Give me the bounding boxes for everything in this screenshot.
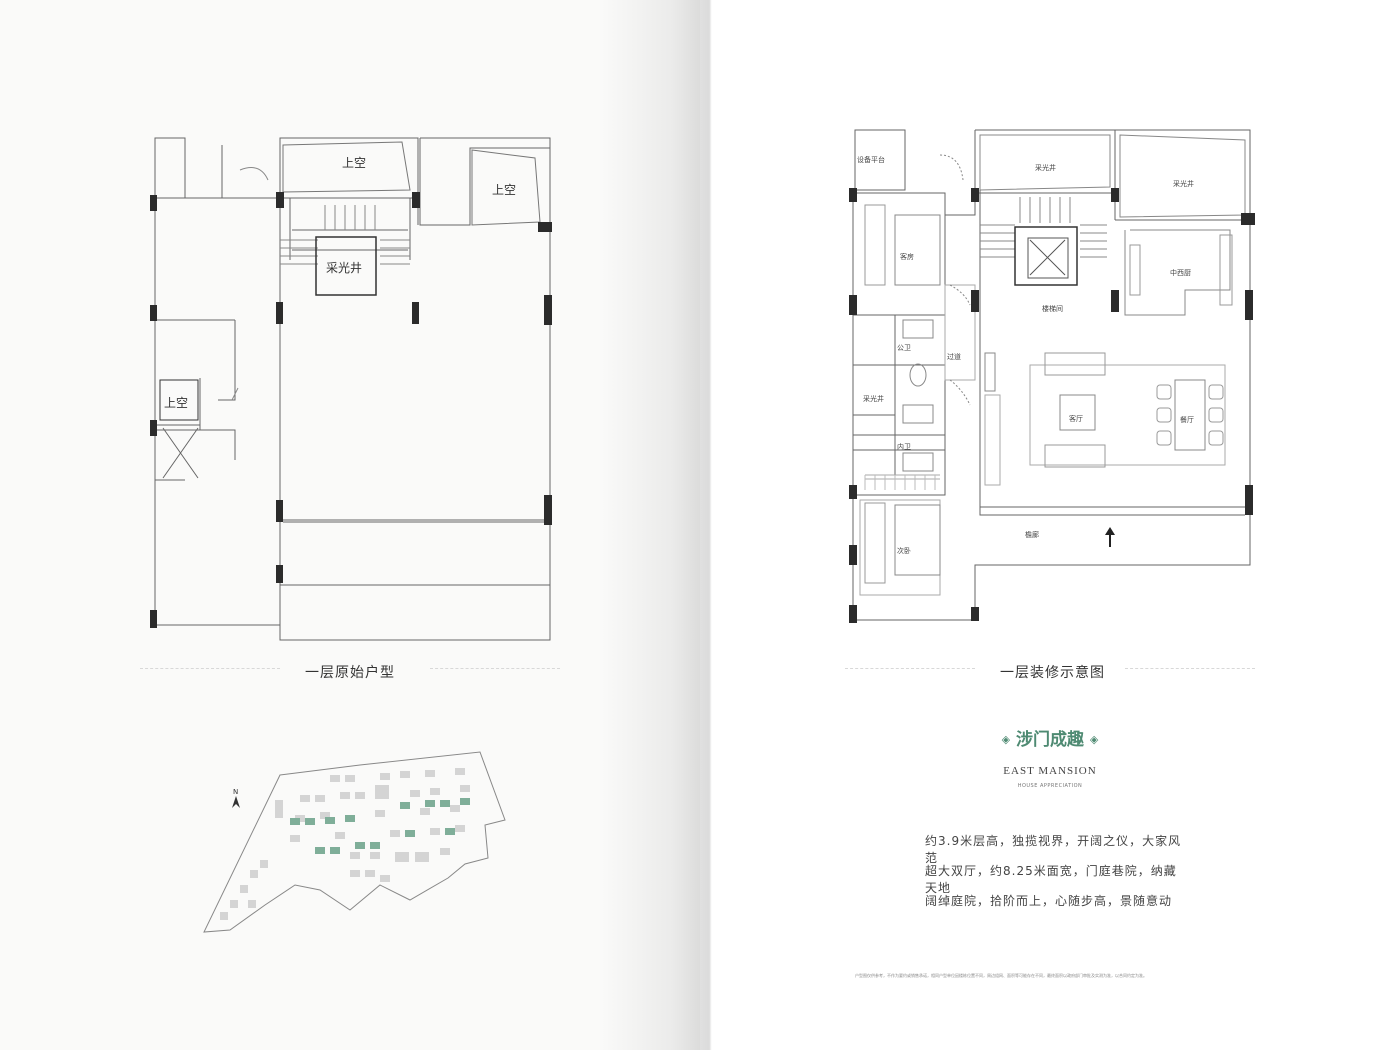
brand-subtitle: HOUSE APPRECIATION <box>1017 783 1083 789</box>
description-line-2: 超大双厅，约8.25米面宽，门庭巷院，纳藏天地 <box>925 864 1177 895</box>
description-line-1: 约3.9米层高，独揽视界，开阔之仪，大家风范 <box>925 834 1182 865</box>
renovated-plan-caption: 一层装修示意图 <box>1000 665 1105 681</box>
entrance-arrow-icon <box>1105 527 1115 547</box>
lightwell-label: 采光井 <box>326 261 362 275</box>
slogan-text: 涉门成趣 <box>1016 730 1084 750</box>
svg-text:N: N <box>233 788 238 796</box>
lightwell-top-left-label: 采光井 <box>1035 163 1056 172</box>
eaves-gallery-label: 檐廊 <box>1025 530 1039 539</box>
void-right-label: 上空 <box>492 183 516 197</box>
guest-room-label: 客房 <box>900 252 914 261</box>
second-bedroom-label: 次卧 <box>897 546 911 555</box>
void-top-label: 上空 <box>342 156 366 170</box>
original-floor-plan: 上空 上空 采光井 上空 <box>140 130 570 650</box>
dining-room-label: 餐厅 <box>1180 415 1194 424</box>
living-room-label: 客厅 <box>1069 414 1083 423</box>
divider-left-b <box>430 668 560 669</box>
stair-room-label: 楼梯间 <box>1042 304 1063 313</box>
divider-right-a <box>845 668 975 669</box>
void-left-label: 上空 <box>164 396 188 410</box>
site-map: N <box>200 740 510 940</box>
description-line-3: 阔绰庭院，拾阶而上，心随步高，景随意动 <box>925 894 1173 908</box>
public-bath-label: 公卫 <box>897 344 911 352</box>
diamond-right-icon: ◈ <box>1089 733 1099 746</box>
corridor-label: 过道 <box>947 352 961 361</box>
slogan: ◈ 涉门成趣 ◈ <box>990 725 1110 750</box>
renovated-floor-plan: 设备平台 采光井 采光井 客房 楼梯间 中西厨 过道 公卫 采光井 客厅 餐厅 … <box>845 125 1260 630</box>
north-compass-icon: N <box>232 788 240 808</box>
right-page <box>700 0 1400 1050</box>
divider-right-b <box>1125 668 1255 669</box>
diamond-left-icon: ◈ <box>1001 733 1011 746</box>
lightwell-top-right-label: 采光井 <box>1173 179 1194 188</box>
disclaimer: 户型图仅供参考，不作为要约或销售承诺，相同户型单位因楼栋位置不同，周边组网、面积… <box>855 973 1147 978</box>
original-plan-caption: 一层原始户型 <box>305 665 395 681</box>
kitchen-label: 中西厨 <box>1170 268 1191 277</box>
divider-left-a <box>140 668 280 669</box>
equipment-platform-label: 设备平台 <box>857 155 885 164</box>
inner-bath-label: 内卫 <box>897 442 911 451</box>
lightwell-side-label: 采光井 <box>863 394 884 403</box>
brand-name: EAST MANSION <box>1003 765 1097 777</box>
